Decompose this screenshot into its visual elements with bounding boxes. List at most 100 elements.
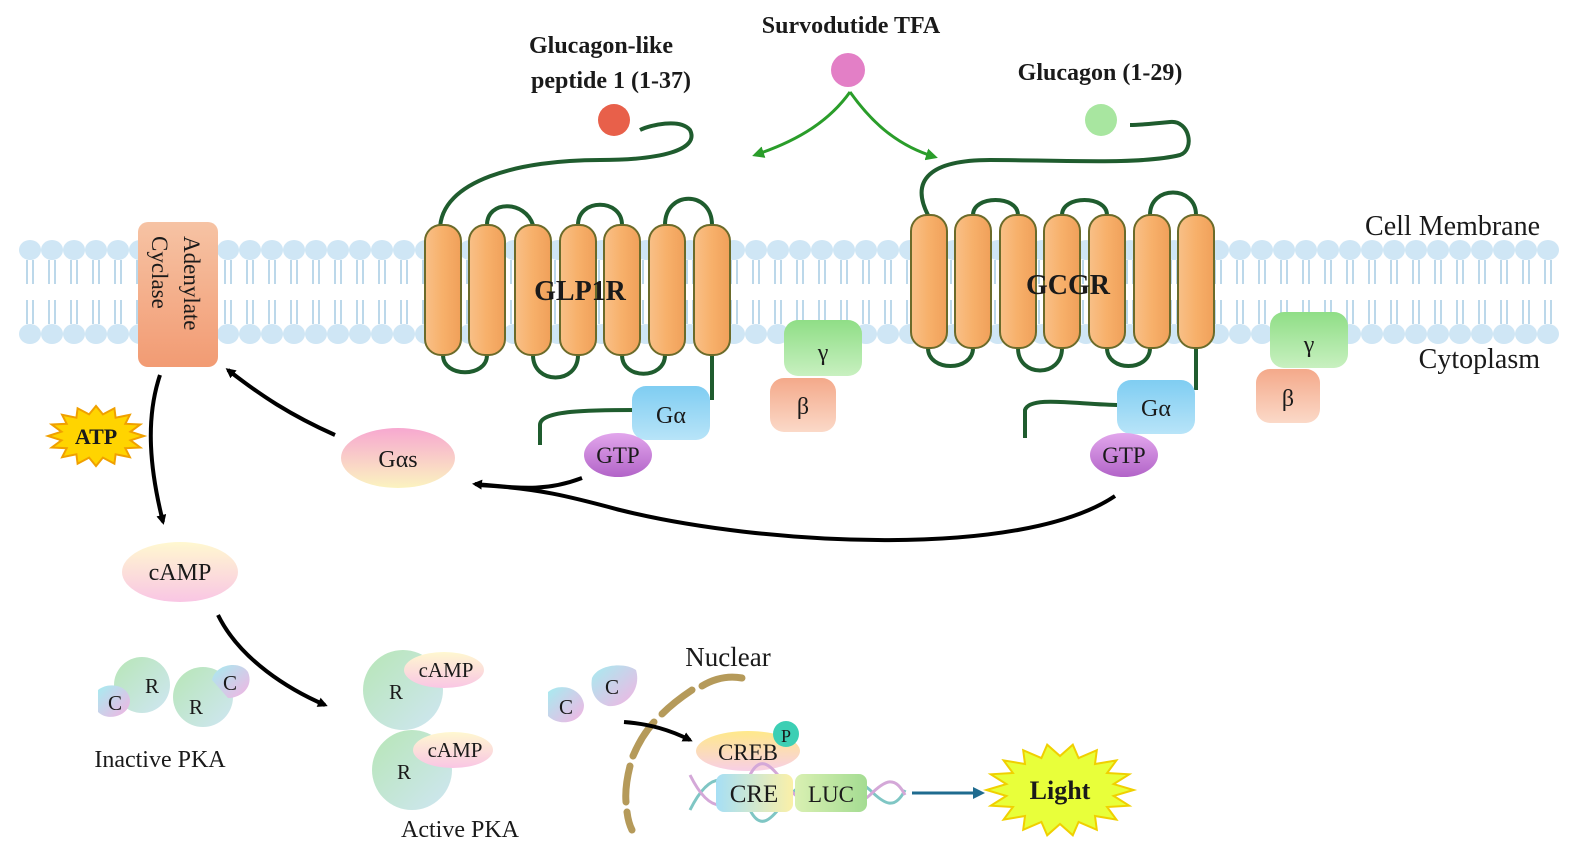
lipid-head [1383, 240, 1405, 260]
lipid-head [349, 324, 371, 344]
lipid-head [1471, 240, 1493, 260]
lipid-head [1339, 240, 1361, 260]
lipid-head [349, 240, 371, 260]
lipid-head [1229, 324, 1251, 344]
gcgr-receptor: GCGR [910, 119, 1215, 438]
lipid-head [1427, 324, 1449, 344]
lipid-head [1449, 240, 1471, 260]
lipid-head [19, 240, 41, 260]
glp1r-receptor: GLP1R [424, 121, 731, 445]
lipid-head [1405, 240, 1427, 260]
active-pka: R cAMP R cAMP [363, 650, 493, 810]
gtp-left [584, 433, 652, 477]
lipid-head [833, 240, 855, 260]
lipid-head [1361, 324, 1383, 344]
lipid-head [217, 240, 239, 260]
lipid-head [1537, 324, 1559, 344]
glp1r-label: GLP1R [534, 276, 627, 307]
lipid-head [283, 324, 305, 344]
lipid-head [877, 324, 899, 344]
lipid-head [283, 240, 305, 260]
lipid-head [371, 324, 393, 344]
arrow-c-to-creb [623, 720, 693, 742]
adenylate-cyclase-line1: Adenylate [179, 236, 204, 331]
g-alpha-s-label: Gαs [378, 447, 417, 473]
cre-label: CRE [730, 781, 779, 808]
lipid-head [1251, 240, 1273, 260]
lipid-head [745, 324, 767, 344]
glp1-ligand-label-line1: Glucagon-like [529, 33, 673, 59]
inactive-pka-r1: R [145, 674, 159, 698]
lipid-head [85, 324, 107, 344]
lipid-head [877, 240, 899, 260]
beta-subunit-right [1256, 369, 1320, 423]
atp-label: ATP [75, 424, 117, 449]
cre-element [716, 774, 793, 812]
gtp-label-left: GTP [596, 443, 639, 468]
lipid-head [1515, 324, 1537, 344]
beta-label-right: β [1282, 386, 1294, 412]
luc-gene [795, 774, 867, 812]
free-c-subunit-1 [548, 687, 584, 723]
lipid-head [1229, 240, 1251, 260]
lipid-head [789, 240, 811, 260]
beta-subunit-left [770, 378, 836, 432]
lipid-head [41, 240, 63, 260]
lipid-head [1449, 324, 1471, 344]
lipid-head [371, 240, 393, 260]
lipid-head [63, 324, 85, 344]
glucagon-ligand-dot [1085, 104, 1117, 136]
gamma-subunit-left [784, 320, 862, 376]
lipid-head [767, 324, 789, 344]
inactive-pka-label: Inactive PKA [94, 747, 226, 773]
lipid-head [1427, 240, 1449, 260]
lipid-head [327, 240, 349, 260]
lipid-head [811, 240, 833, 260]
adenylate-cyclase: Adenylate Cyclase [138, 222, 218, 367]
adenylate-cyclase-line2: Cyclase [147, 236, 172, 309]
glucagon-ligand-label: Glucagon (1-29) [1018, 60, 1183, 86]
lipid-head [767, 240, 789, 260]
camp-main [122, 542, 238, 602]
cytoplasm-label: Cytoplasm [1419, 344, 1541, 375]
cell-membrane-label: Cell Membrane [1365, 211, 1540, 242]
g-alpha-label-right: Gα [1141, 396, 1171, 422]
nuclear-envelope [622, 673, 746, 834]
nuclear-label: Nuclear [685, 642, 770, 672]
inactive-pka: R C R C [98, 657, 250, 727]
gamma-subunit-right [1270, 312, 1348, 368]
g-alpha-right [1117, 380, 1195, 434]
arrow-ac-to-camp [148, 374, 167, 525]
creb [696, 731, 800, 771]
g-alpha-label-left: Gα [656, 403, 686, 429]
lipid-head [217, 324, 239, 344]
active-pka-r1: R [389, 680, 403, 704]
lipid-head [1361, 240, 1383, 260]
lipid-head [1471, 324, 1493, 344]
lipid-head [855, 240, 877, 260]
g-alpha-s [341, 428, 455, 488]
lipid-head [239, 240, 261, 260]
lipid-head [239, 324, 261, 344]
g-alpha-left [632, 386, 710, 440]
free-c-label-1: C [559, 695, 573, 719]
survodutide-label: Survodutide TFA [762, 13, 941, 39]
lipid-head [41, 324, 63, 344]
lipid-head [745, 240, 767, 260]
luc-label: LUC [808, 782, 854, 807]
free-c-label-2: C [605, 675, 619, 699]
lipid-head [1405, 324, 1427, 344]
phospho-label: P [781, 726, 791, 746]
atp-burst [44, 404, 148, 468]
glp1-ligand-dot [598, 104, 630, 136]
gtp-right [1090, 433, 1158, 477]
light-burst [982, 743, 1138, 837]
lipid-head [393, 240, 415, 260]
lipid-head [19, 324, 41, 344]
arrow-gtp-right-to-gas [477, 483, 1117, 543]
lipid-head [1273, 240, 1295, 260]
lipid-head [261, 324, 283, 344]
lipid-head [1537, 240, 1559, 260]
gamma-label-left: γ [817, 340, 829, 366]
